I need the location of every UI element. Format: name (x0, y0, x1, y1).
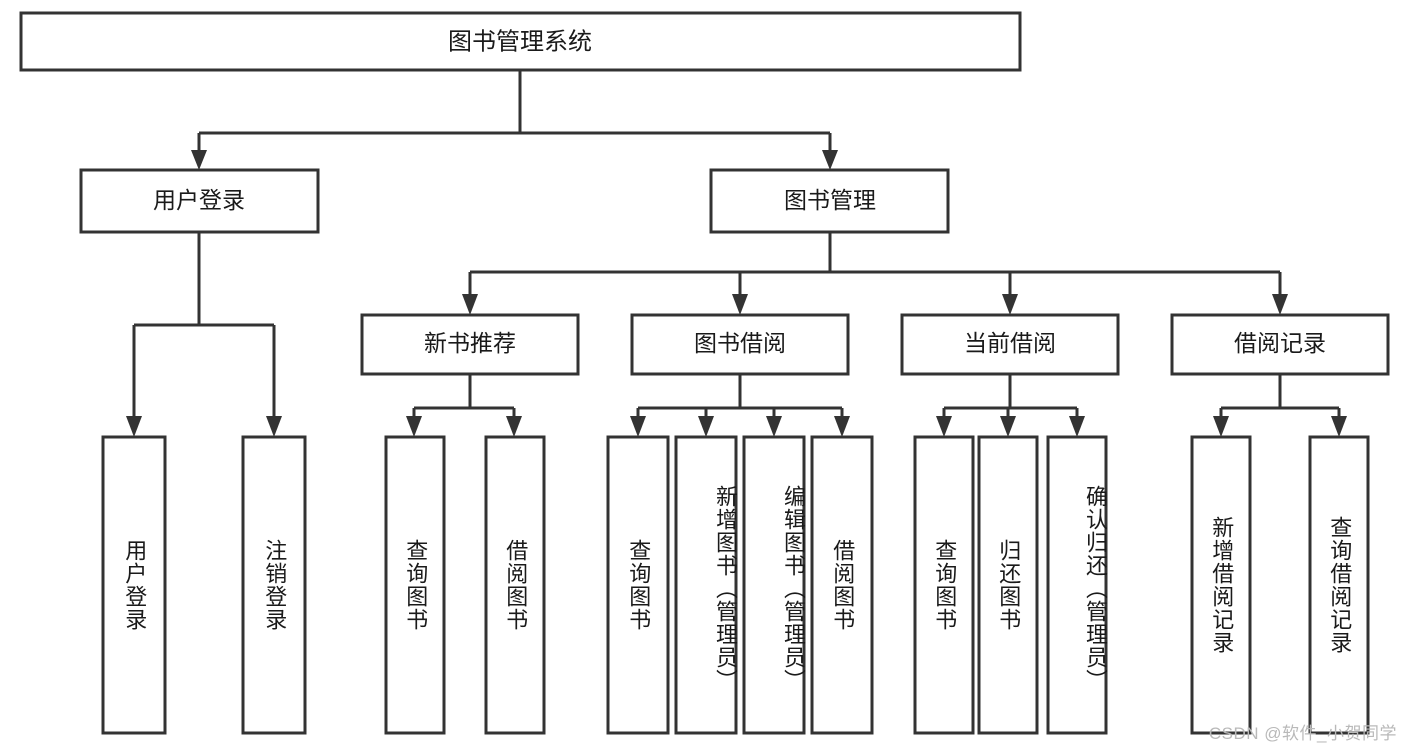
leaf-boxes-user-login (101, 435, 307, 735)
node-book-borrow-label: 图书借阅 (694, 330, 786, 356)
arrowhead-bookborrow-leaf-2 (698, 416, 714, 437)
arrowhead-book-borrow (732, 294, 748, 315)
leaf-box-currentborrow-query-book[interactable] (913, 435, 975, 735)
node-book-management[interactable]: 图书管理 (709, 168, 950, 234)
arrowhead-current-borrow (1002, 294, 1018, 315)
node-user-login-box[interactable] (79, 168, 320, 234)
node-new-book-recommend-box[interactable] (360, 313, 580, 376)
arrowhead-currentborrow-leaf-3 (1069, 416, 1085, 437)
arrowhead-borrow-record (1272, 294, 1288, 315)
leaf-boxes-current-borrow (913, 435, 1108, 735)
leaf-box-newbook-query-book[interactable] (384, 435, 446, 735)
node-new-book-recommend[interactable]: 新书推荐 (360, 313, 580, 376)
arrowhead-bookborrow-leaf-4 (834, 416, 850, 437)
node-user-login[interactable]: 用户登录 (79, 168, 320, 234)
leaf-box-user-login[interactable] (101, 435, 167, 735)
leaf-box-bookborrow-borrow-book[interactable] (810, 435, 874, 735)
leaf-box-bookborrow-add-book-admin[interactable] (674, 435, 738, 735)
leaf-box-newbook-borrow-book[interactable] (484, 435, 546, 735)
node-borrow-record[interactable]: 借阅记录 (1170, 313, 1390, 376)
node-current-borrow[interactable]: 当前借阅 (900, 313, 1120, 376)
node-new-book-recommend-label: 新书推荐 (424, 330, 516, 356)
node-borrow-record-label: 借阅记录 (1234, 330, 1326, 356)
arrowhead-newbook-leaf-1 (406, 416, 422, 437)
leaf-box-borrowrecord-add-record[interactable] (1190, 435, 1252, 735)
node-borrow-record-box[interactable] (1170, 313, 1390, 376)
arrowhead-bookborrow-leaf-3 (766, 416, 782, 437)
leaf-boxes-borrow-record (1190, 435, 1370, 735)
arrowhead-bookborrow-leaf-1 (630, 416, 646, 437)
node-user-login-label: 用户登录 (153, 187, 245, 213)
arrowhead-bookmgmt (822, 150, 838, 170)
leaf-boxes-new-book-recommend (384, 435, 546, 735)
connector-layer (126, 70, 1347, 437)
arrowhead-newbook-leaf-2 (506, 416, 522, 437)
leaf-boxes-book-borrow (606, 435, 874, 735)
arrowhead-new-book (462, 294, 478, 315)
arrowhead-leaf-logout (266, 416, 282, 437)
node-book-borrow[interactable]: 图书借阅 (630, 313, 850, 376)
node-root-label: 图书管理系统 (448, 28, 592, 55)
arrowhead-currentborrow-leaf-2 (1000, 416, 1016, 437)
node-book-management-label: 图书管理 (784, 187, 876, 213)
arrowhead-borrowrecord-leaf-2 (1331, 416, 1347, 437)
node-book-borrow-box[interactable] (630, 313, 850, 376)
leaf-box-currentborrow-return-book[interactable] (977, 435, 1039, 735)
watermark-text: CSDN @软件_小贺同学 (1208, 724, 1397, 743)
arrowhead-borrowrecord-leaf-1 (1213, 416, 1229, 437)
node-current-borrow-box[interactable] (900, 313, 1120, 376)
node-book-management-box[interactable] (709, 168, 950, 234)
arrowhead-userlogin (191, 150, 207, 170)
node-root[interactable]: 图书管理系统 (19, 11, 1022, 72)
node-current-borrow-label: 当前借阅 (964, 330, 1056, 356)
arrowhead-currentborrow-leaf-1 (936, 416, 952, 437)
leaf-box-bookborrow-query-book[interactable] (606, 435, 670, 735)
leaf-box-bookborrow-edit-book-admin[interactable] (742, 435, 806, 735)
node-root-box[interactable] (19, 11, 1022, 72)
leaf-box-borrowrecord-query-record[interactable] (1308, 435, 1370, 735)
arrowhead-leaf-user-login (126, 416, 142, 437)
leaf-box-logout[interactable] (241, 435, 307, 735)
leaf-box-currentborrow-confirm-return-admin[interactable] (1046, 435, 1108, 735)
